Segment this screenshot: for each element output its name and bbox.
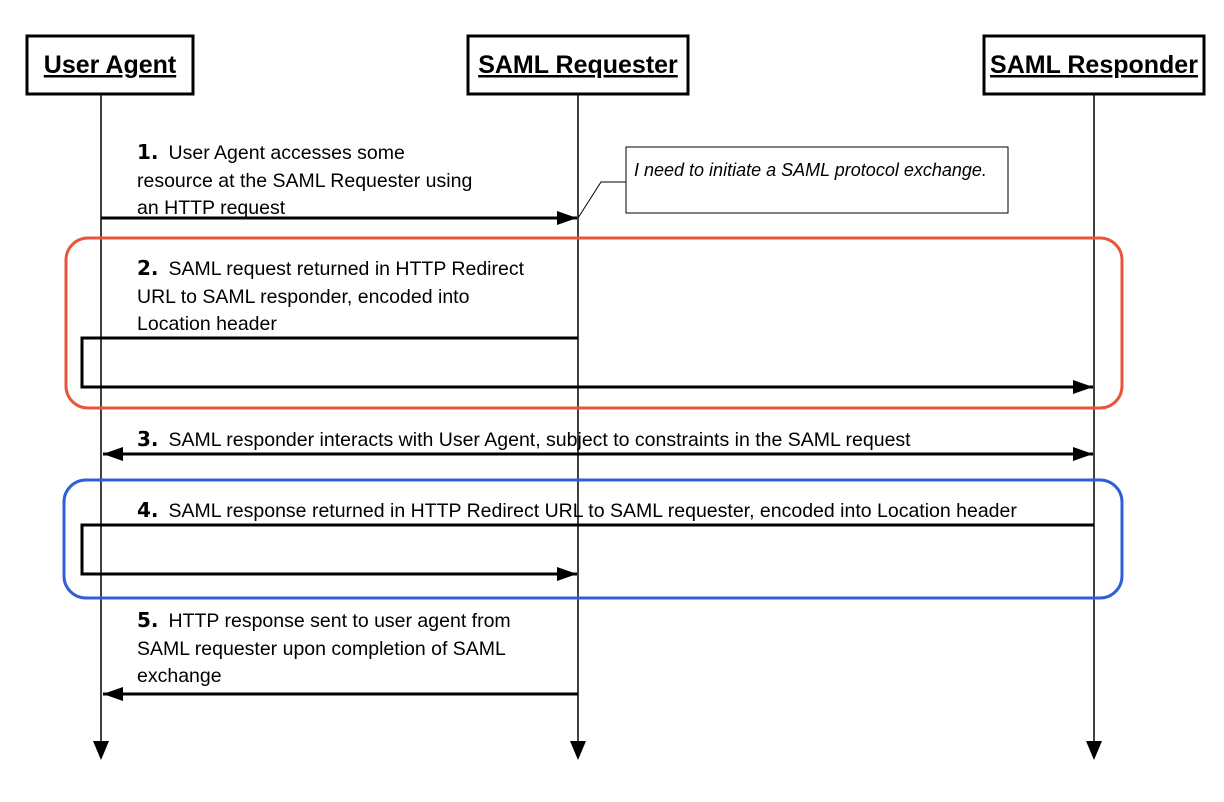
step-2-line-2: URL to SAML responder, encoded into <box>137 286 470 308</box>
step-3-line-1: SAML responder interacts with User Agent… <box>169 429 912 451</box>
actor-box <box>25 34 195 96</box>
note-box <box>625 146 1009 214</box>
lifelines <box>100 95 1095 742</box>
actor-label-saml-responder: SAML Responder <box>990 51 1198 79</box>
step-4: 4. SAML response returned in HTTP Redire… <box>80 498 1094 581</box>
step-4-line-1: SAML response returned in HTTP Redirect … <box>169 500 1018 522</box>
lifeline-end-arrows <box>93 741 1102 760</box>
step-2-text: 2. SAML request returned in HTTP Redirec… <box>137 256 525 280</box>
step-2-line-3: Location header <box>137 313 277 335</box>
step-5-number: 5. <box>137 608 159 632</box>
step-1-number: 1. <box>137 140 159 164</box>
red-highlight-box <box>64 236 1124 410</box>
lifeline-end-arrow-requester <box>570 741 586 760</box>
blue-highlight-box <box>62 478 1124 600</box>
actor-box <box>466 34 690 96</box>
actor-label-user-agent: User Agent <box>44 51 177 79</box>
step-1-line-1: User Agent accesses some <box>169 142 405 164</box>
actor-user-agent: User Agent <box>25 34 195 96</box>
step-1: 1. User Agent accesses some resource at … <box>101 140 577 225</box>
step-4-redirect-arrow <box>80 523 1094 581</box>
step-2-redirect-arrow <box>80 336 1093 394</box>
step-5: 5. HTTP response sent to user agent from… <box>103 608 578 701</box>
step-2-number: 2. <box>137 256 159 280</box>
step-2-line-1: SAML request returned in HTTP Redirect <box>169 258 525 280</box>
note-text: I need to initiate a SAML protocol excha… <box>634 160 987 180</box>
step-5-line-3: exchange <box>137 665 222 687</box>
step-4-number: 4. <box>137 498 159 522</box>
step-5-text: 5. HTTP response sent to user agent from <box>137 608 511 632</box>
actor-label-saml-requester: SAML Requester <box>478 51 678 79</box>
step-5-line-1: HTTP response sent to user agent from <box>169 610 511 632</box>
step-4-text: 4. SAML response returned in HTTP Redire… <box>137 498 1017 522</box>
step-3: 3. SAML responder interacts with User Ag… <box>103 427 1093 461</box>
actor-saml-responder: SAML Responder <box>982 34 1206 96</box>
actor-saml-requester: SAML Requester <box>466 34 690 96</box>
note-connector <box>577 181 626 219</box>
step-1-text: 1. User Agent accesses some <box>137 140 405 164</box>
step-1-line-3: an HTTP request <box>137 197 286 219</box>
step-2: 2. SAML request returned in HTTP Redirec… <box>80 256 1093 394</box>
step-3-text: 3. SAML responder interacts with User Ag… <box>137 427 911 451</box>
lifeline-end-arrow-user-agent <box>93 741 109 760</box>
actor-box <box>982 34 1206 96</box>
step-5-line-2: SAML requester upon completion of SAML <box>137 638 506 660</box>
step-1-line-2: resource at the SAML Requester using <box>137 170 472 192</box>
lifeline-end-arrow-responder <box>1086 741 1102 760</box>
step-3-number: 3. <box>137 427 159 451</box>
note-callout: I need to initiate a SAML protocol excha… <box>577 146 1009 219</box>
